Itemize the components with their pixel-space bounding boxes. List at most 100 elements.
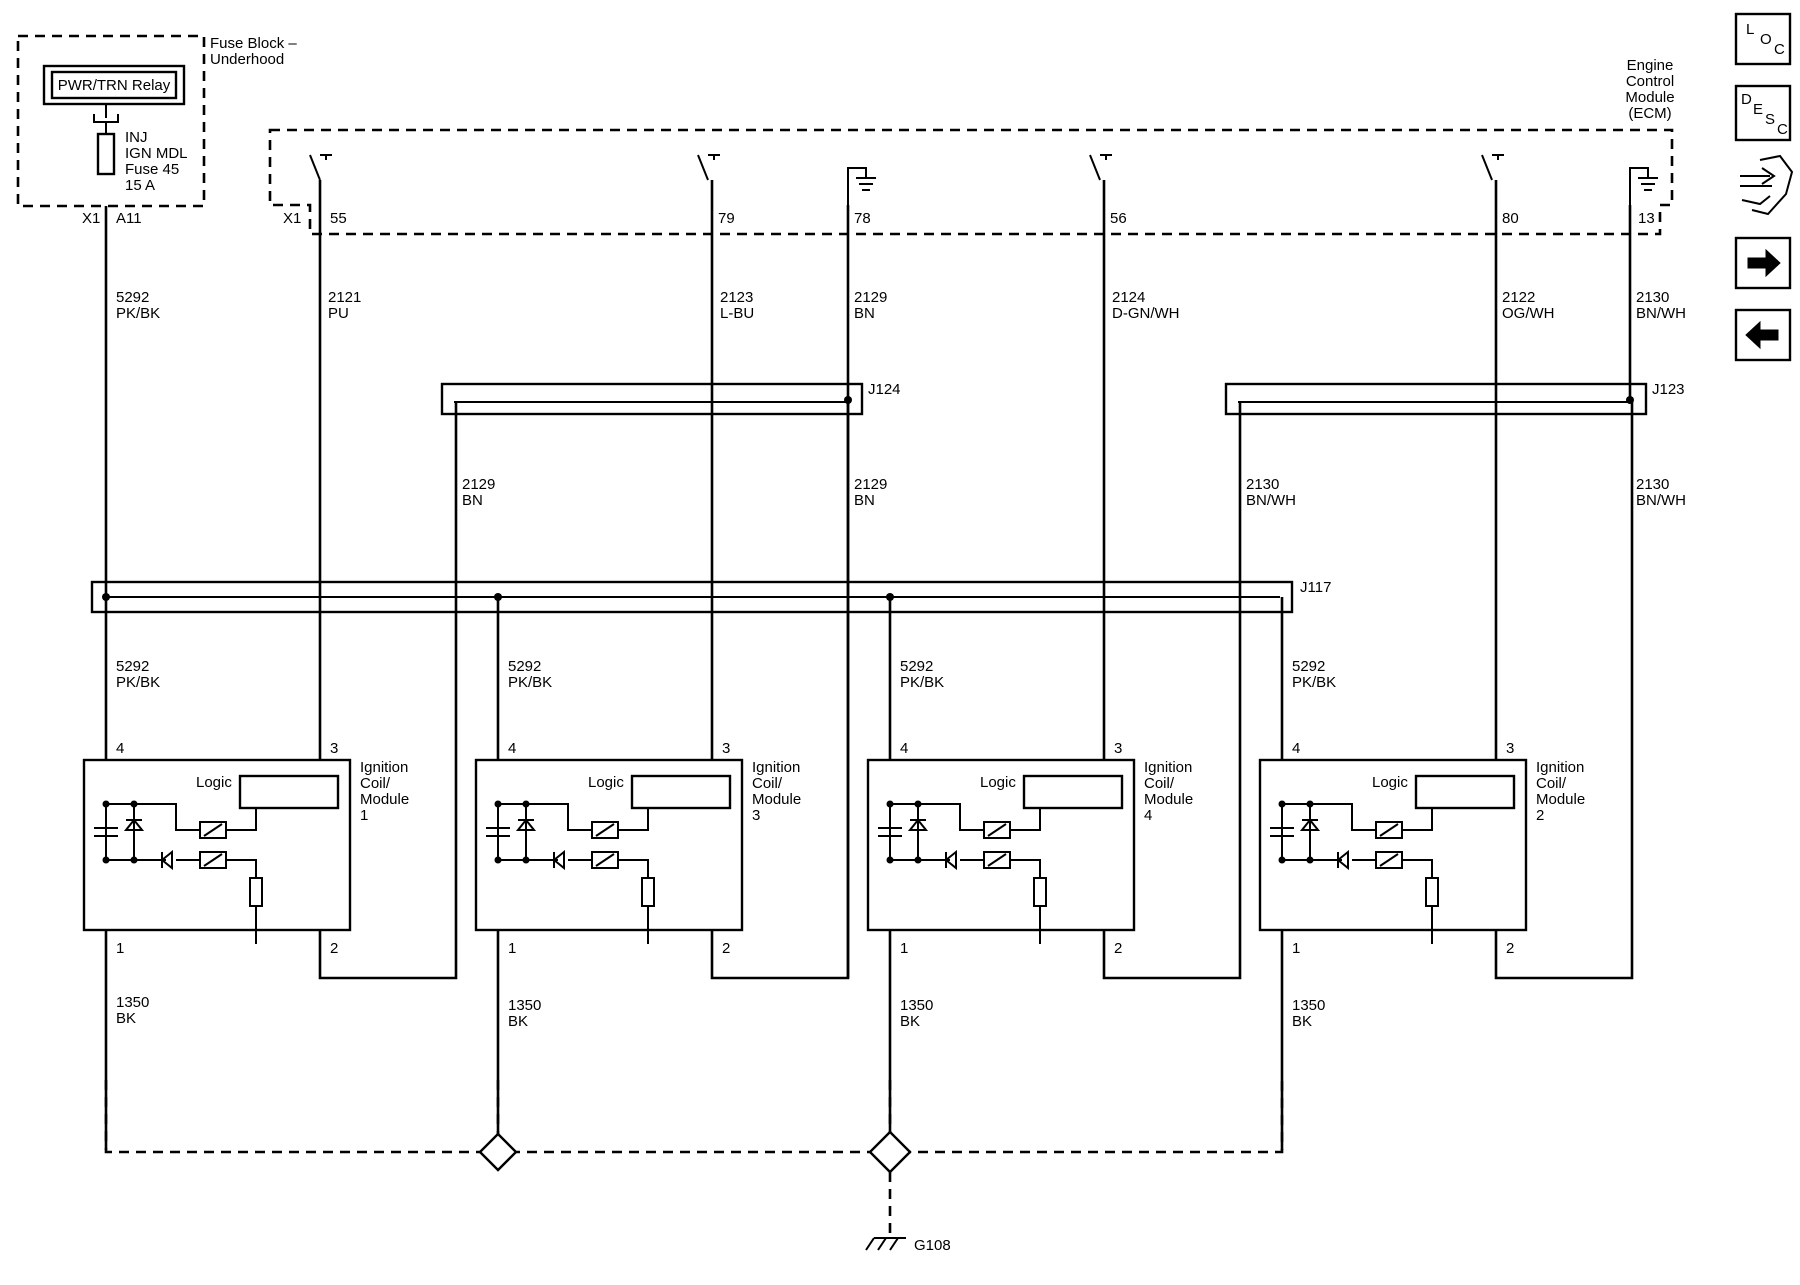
ecm-module: Engine Control Module (ECM) X1 55 79 78 … [268, 57, 1675, 236]
coil-feed-1-circuit: 5292 [116, 658, 149, 675]
coil-feed-4-circuit: 5292 [1292, 658, 1325, 675]
ground-wire-1-circuit: 1350 [116, 994, 149, 1011]
wire-2122-circuit: 2122 [1502, 289, 1535, 306]
ecm-pin-56: 56 [1110, 210, 1127, 227]
wire-2129-color: BN [854, 305, 875, 322]
coil-module-3: 4 3 1 2 Ignition Coil/ Module 3 Logic [474, 740, 801, 957]
fuse-block-title-1: Fuse Block – [210, 35, 297, 52]
chassis-ground-icon [865, 1237, 906, 1251]
arrow-right-icon [1747, 248, 1781, 278]
coil-1-label-2: Coil/ [360, 775, 391, 792]
ecm-title-1: Engine [1627, 57, 1674, 74]
connector-wrench-icon[interactable] [1740, 154, 1794, 216]
mid-wire-2-circuit: 2129 [854, 476, 887, 493]
coil-feed-3-color: PK/BK [900, 674, 944, 691]
ecm-connector: X1 [283, 210, 301, 227]
description-button[interactable]: D E S C [1734, 84, 1792, 142]
fuse-connector: X1 [82, 210, 100, 227]
ecm-ground-icons [847, 167, 1658, 205]
coil-2-pin-2: 2 [1506, 940, 1514, 957]
fuse-block: Fuse Block – Underhood PWR/TRN Relay INJ… [16, 34, 297, 227]
ground-wire-3-circuit: 1350 [900, 997, 933, 1014]
coil-4-number: 4 [1144, 807, 1152, 824]
ground-wire-2-circuit: 1350 [508, 997, 541, 1014]
next-page-button[interactable] [1734, 236, 1792, 290]
coil-feed-3-circuit: 5292 [900, 658, 933, 675]
coil-4-label-2: Coil/ [1144, 775, 1175, 792]
fuse-label-2: IGN MDL [125, 145, 188, 162]
coil-3-pin-2: 2 [722, 940, 730, 957]
mid-wire-3-color: BN/WH [1246, 492, 1296, 509]
coil-2-pin-4: 4 [1292, 740, 1300, 757]
wires [104, 180, 1634, 1150]
ecm-driver-switch-icons [309, 154, 1504, 181]
arrow-left-icon [1745, 320, 1779, 350]
coil-1-logic: Logic [196, 774, 232, 791]
wire-2121-circuit: 2121 [328, 289, 361, 306]
coil-2-label-3: Module [1536, 791, 1585, 808]
coil-3-label-3: Module [752, 791, 801, 808]
mid-wire-3-circuit: 2130 [1246, 476, 1279, 493]
fuse-pin: A11 [116, 210, 142, 227]
wire-2124-color: D-GN/WH [1112, 305, 1180, 322]
coil-1-pin-1: 1 [116, 940, 124, 957]
ecm-pin-55: 55 [330, 210, 347, 227]
splice-j124: J124 [440, 381, 901, 416]
ground-wire-2-color: BK [508, 1013, 528, 1030]
coil-4-label-1: Ignition [1144, 759, 1192, 776]
fuse-label-4: 15 A [125, 177, 155, 194]
coil-4-pin-2: 2 [1114, 940, 1122, 957]
ground-wire-labels: 1350 BK 1350 BK 1350 BK 1350 BK [116, 994, 1325, 1030]
ecm-pin-80: 80 [1502, 210, 1519, 227]
ground-wire-3-color: BK [900, 1013, 920, 1030]
coil-module-2: 4 3 1 2 Ignition Coil/ Module 2 Logic [1258, 740, 1585, 957]
ground-g108-label: G108 [914, 1237, 951, 1254]
coil-3-pin-4: 4 [508, 740, 516, 757]
coil-1-label-1: Ignition [360, 759, 408, 776]
ecm-title-4: (ECM) [1628, 105, 1671, 122]
coil-4-pin-3: 3 [1114, 740, 1122, 757]
coil-1-pin-2: 2 [330, 940, 338, 957]
wire-2129-circuit: 2129 [854, 289, 887, 306]
coil-3-logic: Logic [588, 774, 624, 791]
coil-2-label-2: Coil/ [1536, 775, 1567, 792]
coil-2-label-1: Ignition [1536, 759, 1584, 776]
splice-j124-label: J124 [868, 381, 901, 398]
coil-2-pin-1: 1 [1292, 940, 1300, 957]
loc-letter-o: O [1760, 31, 1772, 48]
wire-labels-top: 5292 PK/BK 2121 PU 2123 L-BU 2129 BN 212… [116, 289, 1686, 322]
mid-wire-1-circuit: 2129 [462, 476, 495, 493]
coil-3-pin-3: 3 [722, 740, 730, 757]
coil-1-label-3: Module [360, 791, 409, 808]
ecm-pin-13: 13 [1638, 210, 1655, 227]
location-button[interactable]: L O C [1734, 12, 1792, 66]
mid-wire-2-color: BN [854, 492, 875, 509]
coil-3-label-1: Ignition [752, 759, 800, 776]
fuse-label-1: INJ [125, 129, 148, 146]
previous-page-button[interactable] [1734, 308, 1792, 362]
coil-4-pin-1: 1 [900, 940, 908, 957]
wire-2123-color: L-BU [720, 305, 754, 322]
loc-letter-c: C [1774, 41, 1785, 58]
coil-4-logic: Logic [980, 774, 1016, 791]
fuse-block-title-2: Underhood [210, 51, 284, 68]
coil-feed-1-color: PK/BK [116, 674, 160, 691]
mid-wire-4-circuit: 2130 [1636, 476, 1669, 493]
mid-wire-4-color: BN/WH [1636, 492, 1686, 509]
ground-wire-4-circuit: 1350 [1292, 997, 1325, 1014]
splice-j123-label: J123 [1652, 381, 1685, 398]
desc-letter-c: C [1777, 121, 1788, 138]
coil-4-pin-4: 4 [900, 740, 908, 757]
coil-2-number: 2 [1536, 807, 1544, 824]
ecm-title-2: Control [1626, 73, 1674, 90]
ecm-pin-79: 79 [718, 210, 735, 227]
coil-4-label-3: Module [1144, 791, 1193, 808]
coil-feed-2-color: PK/BK [508, 674, 552, 691]
wire-2130-circuit: 2130 [1636, 289, 1669, 306]
mid-wire-1-color: BN [462, 492, 483, 509]
wire-5292-color: PK/BK [116, 305, 160, 322]
coil-3-pin-1: 1 [508, 940, 516, 957]
fuse-label-3: Fuse 45 [125, 161, 179, 178]
